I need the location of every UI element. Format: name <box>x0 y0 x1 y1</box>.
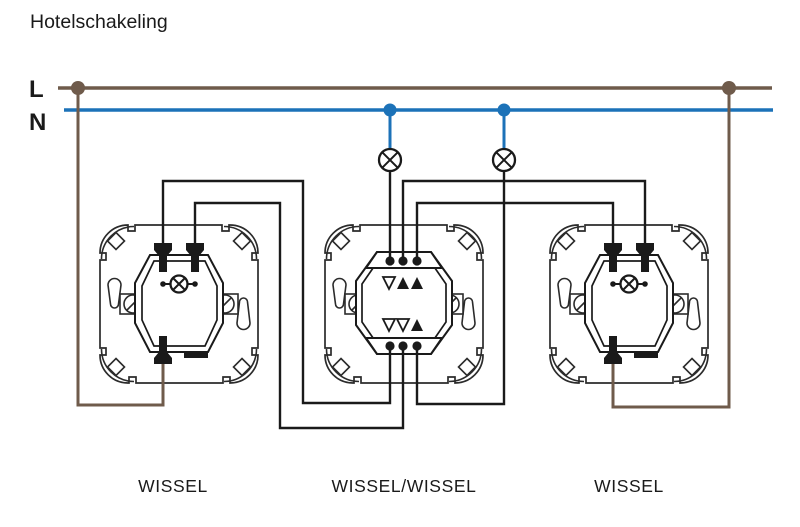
neutral-rail-label: N <box>29 109 46 136</box>
lamp-cross-stroke <box>381 151 399 169</box>
wiring <box>76 86 731 430</box>
lamp-2 <box>491 147 517 173</box>
switch-label-left: WISSEL <box>138 476 208 496</box>
neutral-junction-dot <box>383 103 397 117</box>
switch-labels: WISSEL WISSEL/WISSEL WISSEL <box>138 476 664 496</box>
page-title: Hotelschakeling <box>30 11 168 33</box>
wire-sw2-to-sw3-a <box>401 179 647 263</box>
lamp-1 <box>377 147 403 173</box>
phase-rail-label: L <box>29 76 44 103</box>
phase-feed-wire-left <box>76 86 165 407</box>
lamp-cross-stroke <box>495 151 513 169</box>
wire-sw1-to-sw2-a <box>161 179 392 405</box>
phase-junction-dot <box>71 81 85 95</box>
wire-sw2-to-sw3-b <box>415 201 615 263</box>
neutral-junction-dot <box>497 103 511 117</box>
wire-lamp2-to-sw2 <box>415 171 506 406</box>
switch-label-middle: WISSEL/WISSEL <box>332 476 477 496</box>
power-rails: L N <box>29 76 773 136</box>
junction-dots <box>71 81 736 117</box>
switch-label-right: WISSEL <box>594 476 664 496</box>
phase-feed-wire-right <box>611 86 731 409</box>
wire-sw1-to-sw2-b <box>193 201 405 430</box>
phase-junction-dot <box>722 81 736 95</box>
